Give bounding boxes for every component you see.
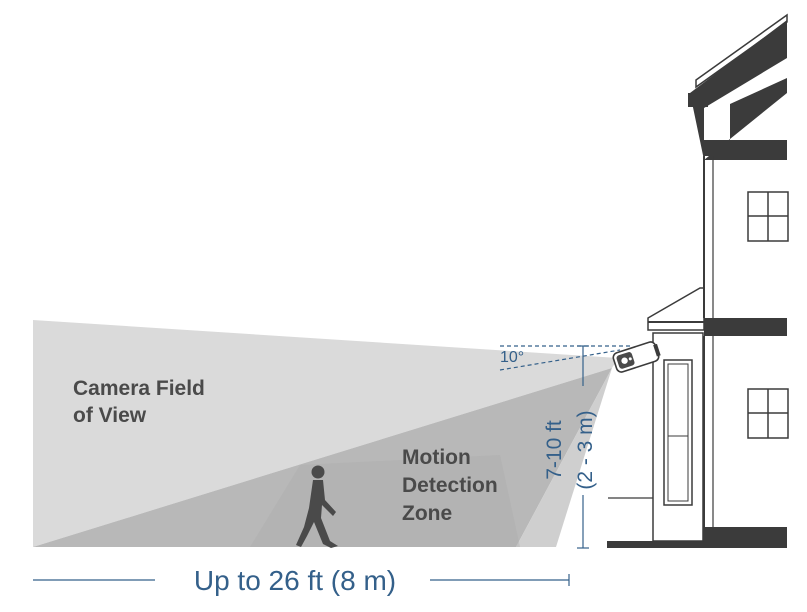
range-label: Up to 26 ft (8 m)	[194, 565, 396, 596]
height-label-imperial: 7-10 ft	[543, 420, 566, 480]
angle-label: 10°	[500, 349, 524, 366]
motion-zone-label-line2: Detection	[402, 474, 498, 497]
height-label-metric: (2 - 3 m)	[574, 410, 597, 489]
field-of-view-label-line1: Camera Field	[73, 377, 205, 400]
house-icon	[608, 13, 789, 542]
motion-detection-zone	[33, 368, 612, 547]
height-dimension: 7-10 ft (2 - 3 m)	[543, 345, 597, 549]
motion-zone-label-line3: Zone	[402, 502, 452, 525]
ground-line	[607, 541, 787, 548]
motion-zone-near-band	[516, 368, 612, 547]
range-dimension: Up to 26 ft (8 m)	[33, 565, 570, 596]
security-camera-icon	[612, 341, 661, 373]
angle-indicator: 10°	[499, 345, 633, 371]
field-of-view-cone	[33, 320, 618, 547]
field-of-view-label-line2: of View	[73, 404, 147, 427]
person-walking-icon	[296, 465, 338, 548]
motion-zone-label-line1: Motion	[402, 446, 471, 469]
